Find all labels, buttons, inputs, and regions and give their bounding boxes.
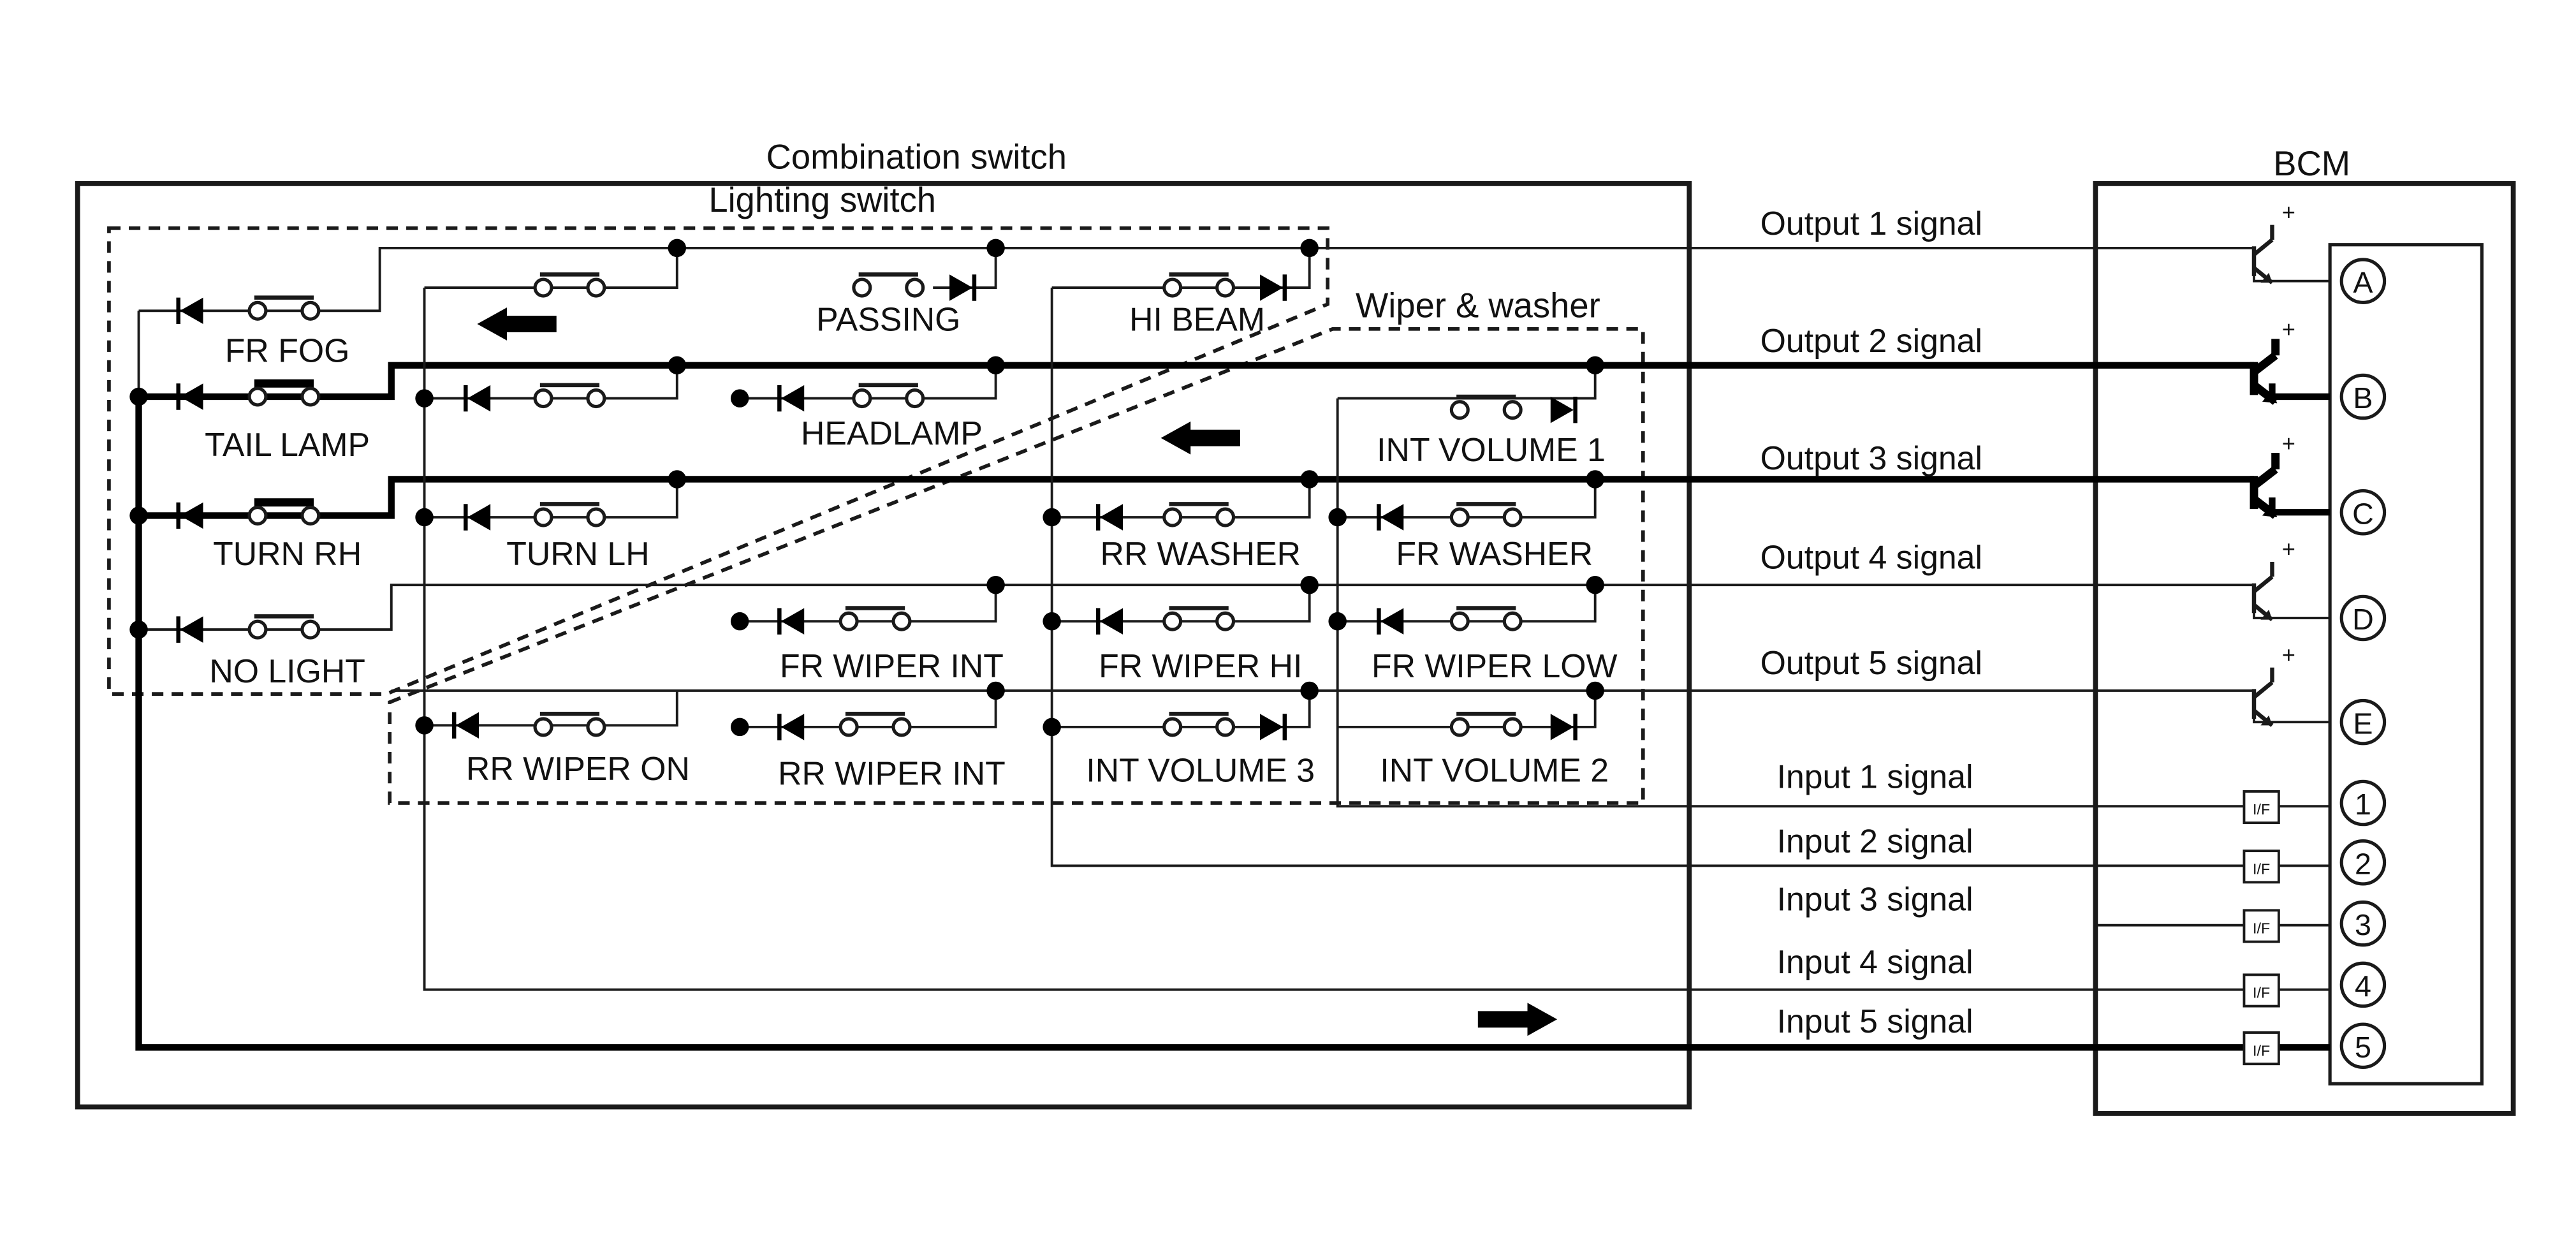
interface-label: I/F [2253, 1042, 2270, 1059]
output-2-wire [138, 362, 2254, 401]
bcm-transistors [2254, 225, 2277, 726]
wiper-washer-title: Wiper & washer [1356, 286, 1600, 325]
label-turn-lh: TURN LH [506, 535, 649, 572]
tail-lh-branch [424, 365, 678, 400]
combination-switch-title: Combination switch [766, 138, 1067, 177]
terminal-4: 4 [2355, 969, 2371, 1003]
label-no-light: NO LIGHT [209, 652, 365, 689]
fr-wiper-low-branch [1337, 585, 1597, 623]
interface-label: I/F [2253, 860, 2270, 877]
label-output-3: Output 3 signal [1760, 439, 1982, 476]
output-4-wire [138, 584, 2254, 631]
label-output-4: Output 4 signal [1760, 538, 1982, 575]
label-turn-rh: TURN RH [213, 535, 362, 572]
fr-wiper-hi-branch [1051, 585, 1311, 623]
interface-boxes [2243, 790, 2280, 1066]
label-input-2: Input 2 signal [1777, 823, 1973, 860]
input-4-wire [423, 288, 2331, 991]
label-rr-washer: RR WASHER [1100, 535, 1301, 572]
label-fr-wiper-hi: FR WIPER HI [1099, 647, 1302, 684]
rr-wiper-int-branch [740, 690, 997, 728]
lighting-switch-title: Lighting switch [708, 180, 936, 219]
bcm-terminals [2339, 258, 2387, 1069]
label-fr-fog: FR FOG [225, 332, 350, 369]
label-fr-wiper-int: FR WIPER INT [780, 647, 1004, 684]
terminal-2: 2 [2355, 847, 2371, 880]
interface-label: I/F [2253, 920, 2270, 937]
headlamp-branch [740, 365, 997, 400]
combination-switch-frame [75, 181, 1692, 1110]
terminal-a: A [2353, 266, 2373, 299]
interface-label: I/F [2253, 801, 2270, 818]
input-5-wire [135, 396, 2331, 1051]
fr-washer-branch [1337, 479, 1597, 519]
hi-beam-branch [1051, 247, 1311, 289]
terminal-b: B [2353, 381, 2373, 415]
rr-washer-branch [1051, 479, 1311, 519]
label-int-volume-3: INT VOLUME 3 [1086, 751, 1315, 788]
plus-sign: + [2282, 316, 2295, 342]
terminal-5: 5 [2355, 1031, 2371, 1064]
label-input-4: Input 4 signal [1777, 943, 1973, 980]
label-output-1: Output 1 signal [1760, 205, 1982, 242]
label-rr-wiper-int: RR WIPER INT [778, 755, 1006, 792]
output-3-wire [138, 476, 2254, 519]
input-2-wire [1050, 288, 2331, 867]
plus-sign: + [2282, 430, 2295, 456]
label-headlamp: HEADLAMP [801, 415, 983, 452]
rr-wiper-on-branch [424, 690, 678, 727]
bcm-title: BCM [2273, 144, 2350, 183]
input-1-wire [1336, 398, 2331, 808]
plus-sign: + [2282, 642, 2295, 668]
label-hi-beam: HI BEAM [1129, 300, 1265, 337]
terminal-d: D [2352, 603, 2374, 636]
arrow-right-icon [1477, 1003, 1558, 1036]
label-tail-lamp: TAIL LAMP [205, 426, 370, 463]
label-int-volume-2: INT VOLUME 2 [1380, 751, 1609, 788]
int-volume-1-branch [1337, 365, 1597, 400]
label-passing: PASSING [816, 300, 960, 337]
output-b-link [2269, 383, 2331, 401]
terminal-e: E [2353, 707, 2373, 740]
bcm-frame [2093, 181, 2516, 1116]
int-volume-3-branch [1051, 690, 1311, 728]
label-int-volume-1: INT VOLUME 1 [1377, 431, 1606, 468]
label-output-5: Output 5 signal [1760, 644, 1982, 681]
turn-lh-branch [424, 479, 678, 519]
fr-wiper-int-branch [740, 585, 997, 623]
plus-sign: + [2282, 199, 2295, 225]
label-rr-wiper-on: RR WIPER ON [466, 750, 690, 787]
interface-label: I/F [2253, 985, 2270, 1001]
output-c-link [2269, 497, 2331, 516]
label-fr-washer: FR WASHER [1396, 535, 1593, 572]
terminal-c: C [2352, 497, 2374, 530]
terminal-3: 3 [2355, 908, 2371, 941]
label-output-2: Output 2 signal [1760, 322, 1982, 359]
plus-sign: + [2282, 536, 2295, 562]
label-input-1: Input 1 signal [1777, 758, 1973, 795]
lighting-switch-boundary [107, 226, 1330, 696]
arrow-left-icon [1160, 421, 1240, 455]
label-input-3: Input 3 signal [1777, 880, 1973, 917]
passing-left-branch [424, 244, 678, 289]
label-input-5: Input 5 signal [1777, 1003, 1973, 1040]
int-volume-2-branch [1337, 690, 1597, 728]
terminal-1: 1 [2355, 788, 2371, 821]
passing-branch [933, 247, 997, 289]
label-fr-wiper-low: FR WIPER LOW [1372, 647, 1618, 684]
bcm-terminal-block [2328, 243, 2484, 1085]
arrow-left-icon [477, 307, 557, 341]
